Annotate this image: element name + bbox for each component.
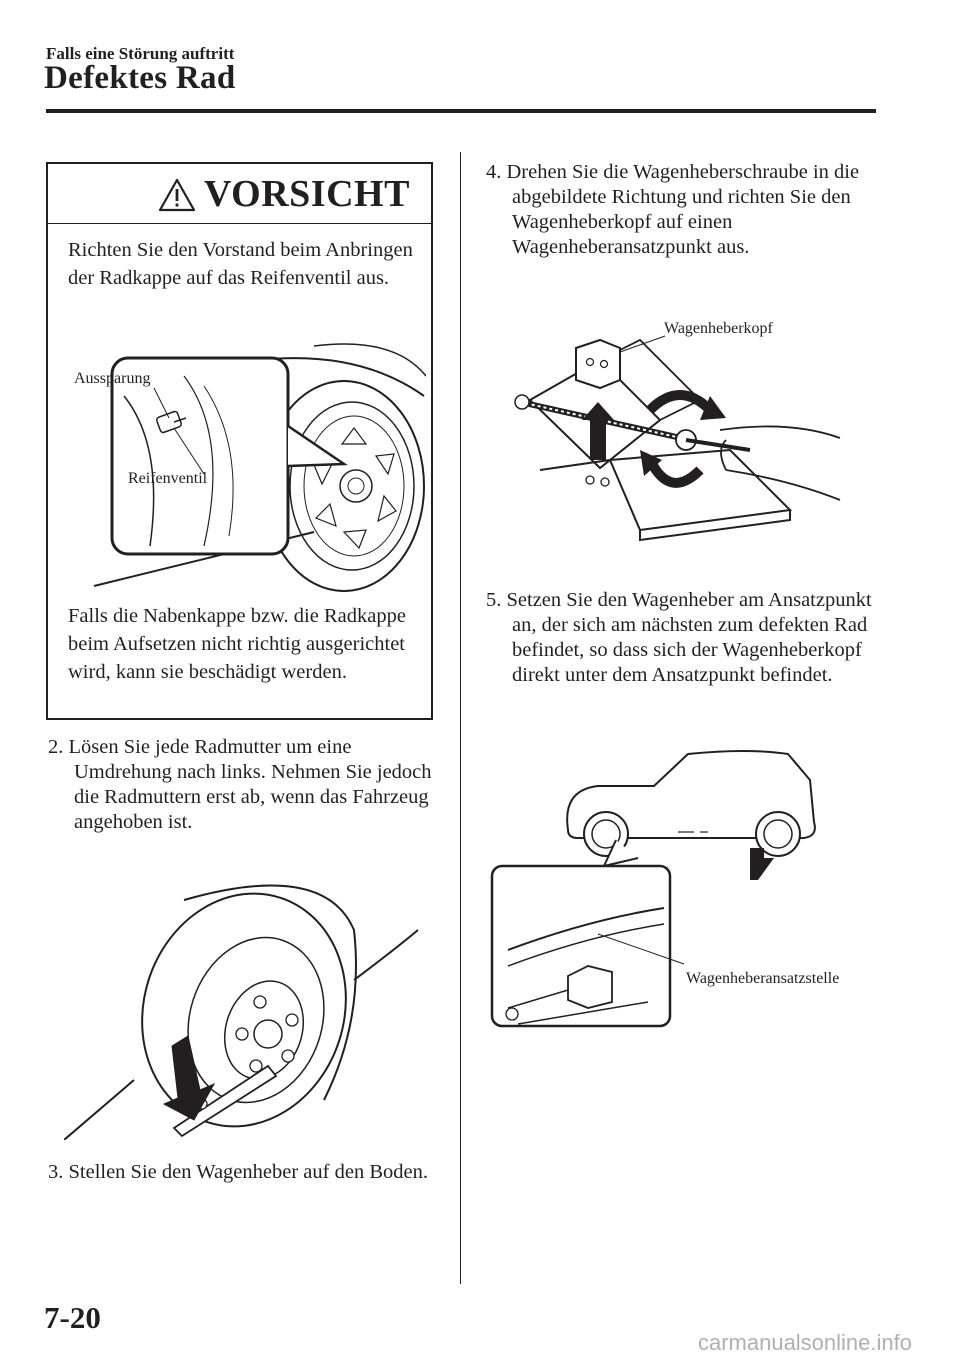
step-text: Lösen Sie jede Radmutter um eine Umdrehu…: [68, 736, 432, 833]
step-2: 2. Lösen Sie jede Radmutter um eine Umdr…: [48, 735, 448, 835]
label-recess: Aussparung: [74, 370, 151, 387]
step-number: 2.: [48, 736, 64, 758]
warning-triangle-icon: [158, 178, 196, 212]
caution-header: VORSICHT: [48, 164, 431, 224]
column-divider: [460, 152, 461, 1284]
page-title: Defektes Rad: [44, 60, 236, 96]
watermark: carmanualsonline.info: [697, 1330, 912, 1355]
step-3: 3. Stellen Sie den Wagenheber auf den Bo…: [48, 1160, 448, 1185]
step-4: 4. Drehen Sie die Wagenheberschraube in …: [486, 160, 886, 260]
hubcap-valve-illustration: [93, 343, 426, 592]
step-text: Stellen Sie den Wagenheber auf den Boden…: [68, 1161, 428, 1183]
page-number: 7-20: [44, 1300, 101, 1335]
caution-text-2: Falls die Nabenkappe bzw. die Radkappe b…: [68, 605, 406, 683]
jack-screw-illustration: [514, 335, 841, 542]
jack-point-illustration: [490, 750, 816, 1028]
section-heading: Falls eine Störung auftritt: [46, 44, 235, 63]
step-text: Drehen Sie die Wagenheberschraube in die…: [506, 161, 860, 258]
header-rule: [46, 109, 876, 113]
caution-text-1: Richten Sie den Vorstand beim Anbringen …: [68, 239, 413, 289]
label-valve: Reifenventil: [128, 470, 208, 487]
wheel-nut-loosening-illustration: [64, 884, 419, 1140]
step-number: 5.: [486, 589, 502, 611]
step-number: 4.: [486, 161, 502, 183]
caution-box: VORSICHT Richten Sie den Vorstand beim A…: [46, 162, 433, 720]
step-text: Setzen Sie den Wagenheber am Ansatzpunkt…: [506, 589, 872, 686]
step-5: 5. Setzen Sie den Wagenheber am Ansatzpu…: [486, 588, 886, 688]
step-number: 3.: [48, 1161, 64, 1183]
caution-title: VORSICHT: [204, 173, 410, 215]
label-jack-point: Wagenheberansatzstelle: [686, 970, 840, 987]
label-jack-head: Wagenheberkopf: [664, 320, 773, 337]
